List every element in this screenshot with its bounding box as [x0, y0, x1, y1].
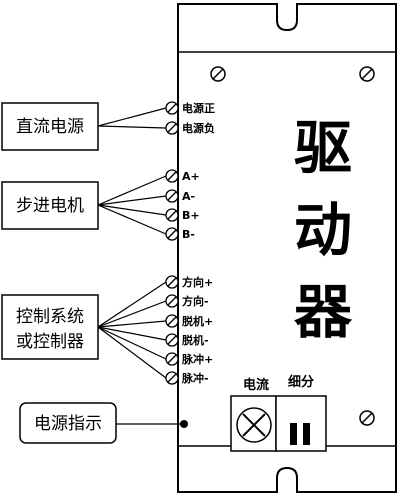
driver-body-outline	[177, 3, 397, 493]
screw-icon	[359, 66, 375, 82]
device-title-char-3: 器	[294, 278, 353, 346]
dip-switch-frame	[275, 395, 327, 452]
terminal-label-a-minus: A-	[182, 190, 195, 203]
terminal-label-dir-minus: 方向-	[182, 294, 209, 308]
terminal-screw-icon	[165, 189, 179, 203]
terminal-screw-icon	[165, 333, 179, 347]
terminal-screw-icon	[165, 208, 179, 222]
terminal-screw-icon	[165, 294, 179, 308]
terminal-screw-icon	[165, 275, 179, 289]
screw-icon	[210, 66, 226, 82]
power-indicator-led	[180, 420, 188, 428]
terminal-label-enable-plus: 脱机+	[182, 314, 213, 328]
device-title-char-2: 动	[294, 196, 352, 264]
terminal-label-power-negative: 电源负	[182, 121, 215, 135]
screw-icon	[359, 410, 375, 426]
terminal-label-a-plus: A+	[182, 170, 200, 183]
controller-label-line-2: 或控制器	[16, 332, 84, 352]
current-setting-label: 电流	[243, 377, 269, 393]
terminal-label-enable-minus: 脱机-	[182, 333, 209, 347]
dip-switch-2[interactable]	[303, 423, 310, 445]
power-indicator-box	[19, 402, 117, 444]
terminal-label-pulse-plus: 脉冲+	[181, 352, 213, 366]
terminal-label-pulse-minus: 脉冲-	[181, 371, 209, 385]
stepper-motor-label: 步进电机	[16, 196, 84, 216]
terminal-screw-icon	[165, 101, 179, 115]
terminal-screw-icon	[165, 169, 179, 183]
terminal-screw-icon	[165, 227, 179, 241]
device-title-char-1: 驱	[294, 114, 352, 182]
terminal-label-power-positive: 电源正	[182, 101, 215, 115]
power-supply-label: 直流电源	[16, 117, 84, 137]
controller-label-line-1: 控制系统	[16, 307, 84, 327]
subdivision-setting-label: 细分	[288, 374, 314, 390]
terminal-label-b-plus: B+	[182, 209, 200, 222]
terminal-screw-icon	[165, 371, 179, 385]
terminal-label-dir-plus: 方向+	[182, 275, 213, 289]
dip-switch-1[interactable]	[290, 423, 297, 445]
potentiometer-knob-icon[interactable]	[236, 407, 272, 443]
terminal-screw-icon	[165, 314, 179, 328]
controller-box	[1, 294, 99, 360]
power-indicator-label: 电源指示	[34, 414, 102, 434]
terminal-screw-icon	[165, 352, 179, 366]
terminal-label-b-minus: B-	[182, 228, 195, 241]
terminal-screw-icon	[165, 121, 179, 135]
